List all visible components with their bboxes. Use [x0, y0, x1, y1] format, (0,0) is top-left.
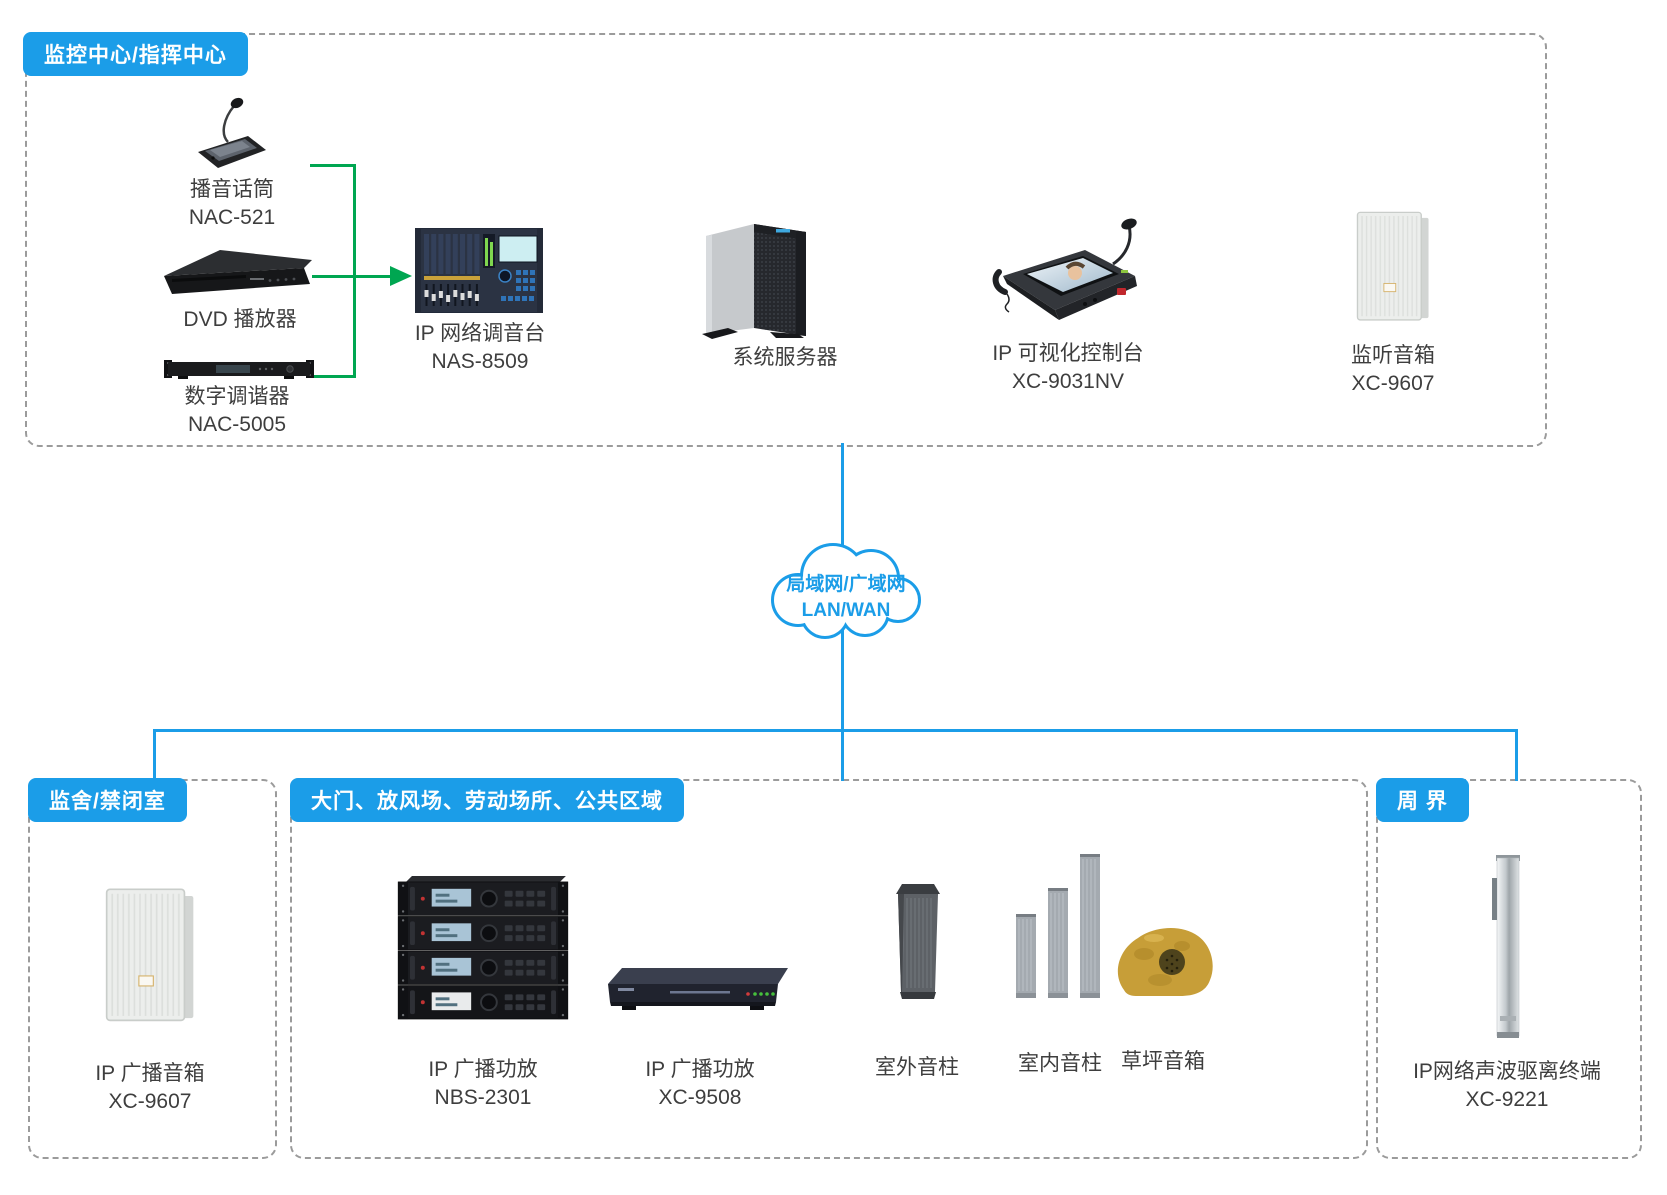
- cloud-label-cn: 局域网/广域网: [786, 572, 905, 595]
- device-name: DVD 播放器: [183, 308, 297, 331]
- caption-broadcast-speaker: IP 广播音箱 XC-9607: [55, 1060, 245, 1116]
- caption-system-server: 系统服务器: [690, 344, 880, 372]
- caption-network-amp: IP 广播功放 XC-9508: [605, 1056, 795, 1112]
- connector-distribution-bus: [153, 729, 1518, 732]
- device-name: 室内音柱: [1018, 1052, 1102, 1075]
- cloud-label-en: LAN/WAN: [802, 600, 891, 621]
- network-mixer-illustration: [415, 228, 543, 313]
- connector-cloud-to-public-area: [841, 620, 844, 781]
- lawn-speaker-illustration: [1110, 916, 1218, 1002]
- device-model: NBS-2301: [434, 1086, 532, 1109]
- device-model: NAC-5005: [187, 413, 287, 436]
- caption-visual-console: IP 可视化控制台 XC-9031NV: [968, 340, 1168, 396]
- lan-wan-cloud: 局域网/广域网 LAN/WAN: [753, 528, 933, 650]
- caption-broadcast-mic: 播音话筒 NAC-521: [142, 176, 322, 232]
- device-name: IP网络声波驱离终端: [1413, 1060, 1601, 1083]
- device-name: 系统服务器: [732, 346, 838, 369]
- device-model: XC-9607: [1351, 372, 1435, 395]
- dvd-player-illustration: [158, 238, 318, 304]
- connector-dvd-to-mixer: [312, 275, 392, 278]
- connector-mic-to-mixer: [310, 164, 356, 167]
- device-name: IP 广播音箱: [95, 1062, 205, 1085]
- amp-stack-illustration: [397, 874, 569, 1022]
- caption-dvd-player: DVD 播放器: [150, 306, 330, 334]
- device-model: XC-9508: [658, 1086, 742, 1109]
- caption-digital-tuner: 数字调谐器 NAC-5005: [147, 383, 327, 439]
- device-model: XC-9221: [1465, 1088, 1549, 1111]
- device-name: 监听音箱: [1351, 344, 1435, 367]
- zone-box-monitoring-center: [25, 33, 1547, 447]
- broadcast-speaker-illustration: [100, 885, 200, 1028]
- device-name: 草坪音箱: [1121, 1050, 1205, 1073]
- network-amp-illustration: [600, 950, 790, 1022]
- acoustic-deterrent-illustration: [1483, 850, 1531, 1045]
- device-model: NAC-521: [188, 206, 276, 229]
- device-model: XC-9607: [108, 1090, 192, 1113]
- digital-tuner-illustration: [164, 356, 314, 384]
- device-name: IP 网络调音台: [414, 322, 546, 345]
- outdoor-column-speaker-illustration: [886, 880, 950, 1002]
- caption-amp-stack: IP 广播功放 NBS-2301: [388, 1056, 578, 1112]
- connector-to-cell-block: [153, 729, 156, 781]
- caption-network-mixer: IP 网络调音台 NAS-8509: [385, 320, 575, 376]
- connector-to-perimeter: [1515, 729, 1518, 781]
- indoor-column-speaker-illustration: [1014, 852, 1106, 1002]
- zone-tab-perimeter: 周 界: [1376, 778, 1469, 822]
- connector-sources-bus: [353, 164, 356, 378]
- green-arrowhead-icon: [390, 266, 412, 286]
- system-server-illustration: [700, 220, 815, 340]
- device-name: IP 广播功放: [645, 1058, 755, 1081]
- device-name: IP 可视化控制台: [992, 342, 1144, 365]
- zone-tab-cell-block: 监舍/禁闭室: [28, 778, 187, 822]
- connector-center-to-cloud: [841, 443, 844, 553]
- device-model: NAS-8509: [431, 350, 529, 373]
- device-name: 播音话筒: [190, 178, 274, 201]
- caption-acoustic-deterrent: IP网络声波驱离终端 XC-9221: [1382, 1058, 1632, 1114]
- device-name: IP 广播功放: [428, 1058, 538, 1081]
- visual-console-illustration: [985, 212, 1145, 327]
- zone-tab-public-area: 大门、放风场、劳动场所、公共区域: [290, 778, 684, 822]
- caption-lawn-speaker: 草坪音箱: [1093, 1048, 1233, 1076]
- connector-tuner-to-mixer: [308, 375, 356, 378]
- cloud-icon: 局域网/广域网 LAN/WAN: [771, 543, 921, 639]
- caption-monitor-speaker: 监听音箱 XC-9607: [1293, 342, 1493, 398]
- zone-tab-monitoring-center: 监控中心/指挥中心: [23, 32, 248, 76]
- device-model: XC-9031NV: [1011, 370, 1125, 393]
- caption-outdoor-column-speaker: 室外音柱: [847, 1054, 987, 1082]
- zone-box-public-area: [290, 779, 1368, 1159]
- device-name: 室外音柱: [875, 1056, 959, 1079]
- broadcast-mic-illustration: [190, 90, 275, 175]
- caption-indoor-column-speaker: 室内音柱: [990, 1050, 1130, 1078]
- monitor-speaker-illustration: [1352, 210, 1434, 325]
- device-name: 数字调谐器: [184, 385, 290, 408]
- zone-box-perimeter: [1376, 779, 1642, 1159]
